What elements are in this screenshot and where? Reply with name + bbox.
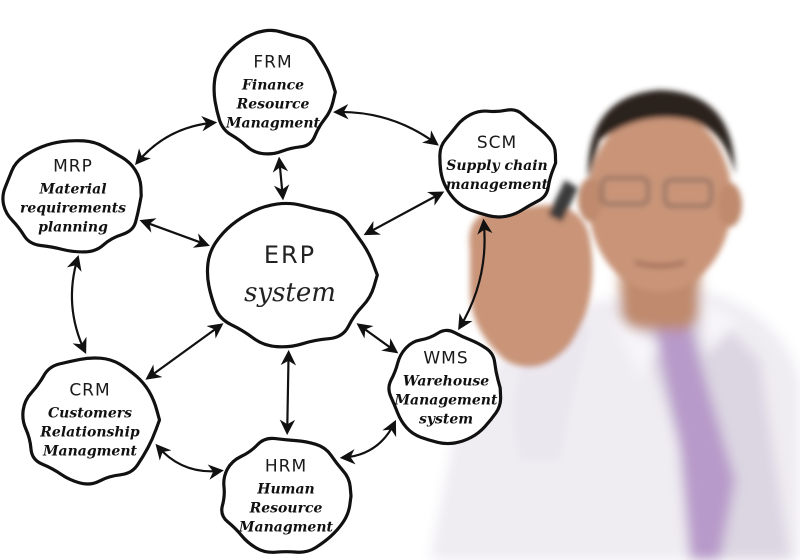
face	[588, 108, 732, 292]
tie	[655, 320, 735, 560]
node-scm-line-1: management	[446, 177, 549, 193]
ear-right	[718, 183, 742, 227]
pen	[548, 180, 578, 222]
ear-left	[578, 178, 602, 222]
link-crm-mrp-arrow	[66, 254, 87, 354]
node-frm-line-1: Resource	[236, 97, 310, 113]
node-crm-line-2: Managment	[42, 444, 138, 460]
node-wms-shape	[387, 328, 503, 446]
node-center-shape	[205, 201, 379, 349]
node-center-line-0: system	[244, 278, 336, 308]
node-frm-abbr: FRM	[253, 53, 292, 73]
link-frm-scm-arrow	[333, 104, 439, 146]
link-center-crm-arrow	[145, 323, 224, 380]
link-center-wms-arrow	[356, 323, 399, 354]
node-mrp-line-0: Material	[38, 182, 106, 198]
node-crm-shape	[21, 356, 162, 486]
link-hrm-crm-arrow	[155, 443, 224, 480]
diagram-nodes: ERPsystemFRMFinanceResourceManagmentSCMS…	[1, 28, 558, 554]
node-center-abbr: ERP	[264, 241, 316, 269]
node-wms-line-1: Management	[394, 393, 498, 409]
diagram-links	[66, 104, 493, 480]
node-hrm-line-0: Human	[256, 482, 314, 498]
mouth	[634, 260, 686, 268]
node-hrm-abbr: HRM	[265, 457, 307, 477]
link-center-frm-arrow	[272, 156, 290, 201]
node-wms-abbr: WMS	[423, 349, 468, 369]
glasses-right	[663, 178, 713, 208]
node-scm: SCM Supply chain management	[438, 108, 558, 219]
glasses-left	[600, 176, 650, 206]
link-scm-wms-arrow	[458, 218, 493, 331]
node-mrp-line-1: requirements	[20, 201, 126, 217]
node-mrp-line-2: planning	[38, 220, 108, 236]
hand	[469, 205, 593, 368]
node-scm-line-0: Supply chain	[446, 158, 547, 174]
node-frm-line-2: Managment	[225, 116, 321, 132]
link-wms-hrm-arrow	[339, 419, 397, 465]
node-frm-shape	[212, 28, 337, 156]
link-center-scm-arrow	[363, 191, 445, 236]
node-center: ERP system	[205, 201, 379, 349]
collar	[610, 300, 740, 380]
link-center-hrm-arrow	[279, 349, 297, 436]
link-center-mrp-arrow	[139, 218, 210, 248]
businessman-photo	[430, 90, 800, 560]
hair	[587, 90, 735, 180]
node-wms-line-0: Warehouse	[403, 374, 489, 390]
node-hrm-line-2: Managment	[238, 520, 334, 536]
node-crm-line-0: Customers	[48, 406, 132, 422]
node-crm-abbr: CRM	[69, 381, 110, 401]
node-scm-abbr: SCM	[477, 133, 517, 153]
node-mrp-shape	[1, 139, 143, 254]
link-mrp-frm-arrow	[135, 116, 218, 166]
node-scm-shape	[438, 108, 558, 219]
node-hrm-shape	[220, 436, 353, 554]
node-wms-line-2: system	[419, 412, 473, 428]
node-crm-line-1: Relationship	[39, 425, 140, 441]
node-frm-line-0: Finance	[241, 78, 304, 94]
node-mrp-abbr: MRP	[53, 157, 93, 177]
node-hrm-line-1: Resource	[249, 501, 323, 517]
node-mrp: MRP Material requirements planning	[1, 139, 143, 254]
